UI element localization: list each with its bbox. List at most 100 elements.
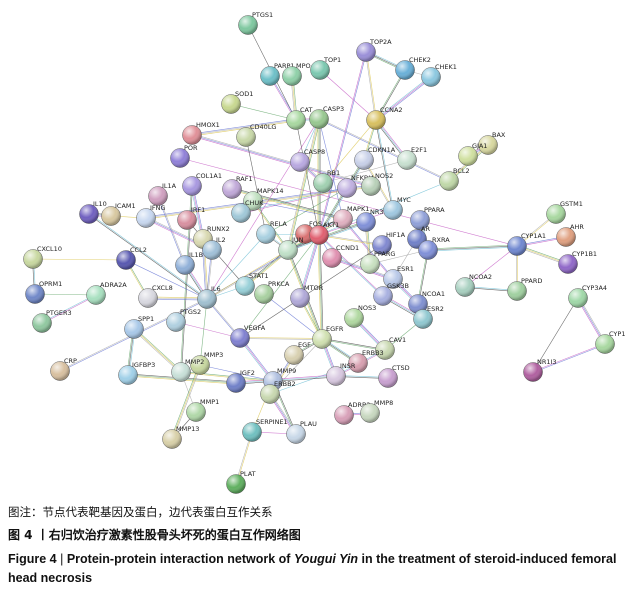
edge-SPP1-MMP2 xyxy=(133,328,182,373)
edge-MMP3-MMP9 xyxy=(199,364,274,382)
edge-CYP1A1-RXRA xyxy=(427,244,517,250)
node-mapk14: MAPK14 xyxy=(243,187,284,211)
node-highlight xyxy=(101,206,121,226)
node-cyp1b1: CYP1B1 xyxy=(558,250,597,274)
edge-PRKCA-EGFR xyxy=(263,293,323,340)
node-highlight xyxy=(86,285,106,305)
edge-HMOX1-NOS2 xyxy=(191,135,371,188)
edge-CASP3-IL6 xyxy=(206,118,320,300)
node-label: ICAM1 xyxy=(115,202,136,210)
node-label: PTGS1 xyxy=(252,11,273,19)
node-highlight xyxy=(170,148,190,168)
node-highlight xyxy=(334,405,354,425)
node-highlight xyxy=(373,286,393,306)
edge-MAPK14-JUN xyxy=(253,200,289,250)
node-label: PPARD xyxy=(521,277,542,285)
node-highlight xyxy=(507,236,527,256)
node-label: PPARG xyxy=(374,250,395,258)
edge-OPRM1-ADRA2A xyxy=(34,293,97,296)
edge-HMOX1-NOS2 xyxy=(191,134,372,187)
node-label: STAT1 xyxy=(249,272,269,280)
node-ccna2: CCNA2 xyxy=(366,106,403,130)
node-label: COL1A1 xyxy=(196,172,222,180)
node-highlight xyxy=(322,248,342,268)
node-highlight xyxy=(136,208,156,228)
node-label: MMP8 xyxy=(374,399,393,407)
edge-CASP3-BCL2 xyxy=(319,118,450,181)
node-oprm1: OPRM1 xyxy=(25,280,62,304)
node-label: CYP3A4 xyxy=(582,284,607,292)
edge-SOD1-CAT xyxy=(230,103,297,121)
node-highlight xyxy=(558,254,578,274)
node-fos: FOS xyxy=(295,220,322,244)
node-label: CXCL8 xyxy=(152,284,173,292)
node-highlight xyxy=(378,368,398,388)
node-highlight xyxy=(309,225,329,245)
node-label: MMP13 xyxy=(176,425,199,433)
node-highlight xyxy=(375,340,395,360)
node-label: GSK3B xyxy=(387,282,409,290)
node-label: MYC xyxy=(397,196,411,204)
node-nfkbia: NFKBIA xyxy=(337,174,375,198)
node-label: POR xyxy=(184,144,198,152)
edge-IL10-IL6 xyxy=(88,214,207,300)
node-label: NR1I3 xyxy=(537,358,557,366)
edge-VEGFA-EGFR xyxy=(240,337,323,339)
node-e2f1: E2F1 xyxy=(397,146,427,170)
node-highlight xyxy=(226,474,246,494)
node-ccnd1: CCND1 xyxy=(322,244,359,268)
node-insr: INSR xyxy=(326,362,356,386)
node-label: TOP1 xyxy=(323,56,341,64)
node-label: OPRM1 xyxy=(39,280,62,288)
node-label: CHEK2 xyxy=(409,56,431,64)
node-highlight xyxy=(260,384,280,404)
edge-MAPK14-MAPK1 xyxy=(252,200,344,220)
node-mapk1: MAPK1 xyxy=(333,205,369,229)
node-mtor: MTOR xyxy=(290,284,324,308)
node-label: IGF2 xyxy=(240,369,255,377)
node-label: RUNX2 xyxy=(207,225,230,233)
node-ptgs1: PTGS1 xyxy=(238,11,273,35)
node-highlight xyxy=(235,276,255,296)
node-highlight xyxy=(186,402,206,422)
edge-CAT-HMOX1 xyxy=(191,118,296,135)
edge-CCL2-IL6 xyxy=(125,259,208,300)
node-serpine1: SERPINE1 xyxy=(242,418,288,442)
edge-ADRA2A-PTGER3 xyxy=(41,294,96,323)
edge-CYP1-NR1I3 xyxy=(533,344,606,373)
node-label: SPP1 xyxy=(138,315,154,323)
node-label: AR xyxy=(421,225,430,233)
node-label: IGFBP3 xyxy=(132,361,155,369)
edge-IL10-IL6 xyxy=(89,213,208,299)
node-label: CD40LG xyxy=(250,123,276,131)
node-cd40lg: CD40LG xyxy=(236,123,276,147)
node-vegfa: VEGFA xyxy=(230,324,266,348)
node-highlight xyxy=(309,109,329,129)
node-nos3: NOS3 xyxy=(344,304,376,328)
edge-CHEK1-CCNA2 xyxy=(375,76,432,121)
node-label: GJA1 xyxy=(472,142,487,150)
node-highlight xyxy=(166,312,186,332)
edge-AKT1-IL6 xyxy=(207,235,320,300)
node-highlight xyxy=(260,66,280,86)
edge-CDKN1A-AKT1 xyxy=(319,160,366,236)
edge-POR-CYP1A1 xyxy=(179,157,518,247)
edge-CASP3-BCL2 xyxy=(318,119,449,182)
edge-CDKN1A-AKT1 xyxy=(317,159,364,235)
node-highlight xyxy=(344,308,364,328)
edge-TOP2A-AKT1 xyxy=(319,52,367,236)
node-ifng: IFNG xyxy=(136,204,166,228)
node-label: HIF1A xyxy=(386,231,406,239)
figure-caption-english: Figure 4 | Protein-protein interaction n… xyxy=(8,552,617,585)
node-ctsd: CTSD xyxy=(378,364,410,388)
node-erbb3: ERBB3 xyxy=(348,349,384,373)
edge-PPARG-RXRA xyxy=(369,249,429,265)
node-label: RB1 xyxy=(327,169,340,177)
node-myc: MYC xyxy=(383,196,411,220)
node-highlight xyxy=(236,127,256,147)
node-highlight xyxy=(458,146,478,166)
node-spp1: SPP1 xyxy=(124,315,154,339)
node-esr1: ESR1 xyxy=(383,265,414,289)
edge-IGF2-INSR xyxy=(235,374,336,383)
figure-number: Figure 4 xyxy=(8,552,57,566)
